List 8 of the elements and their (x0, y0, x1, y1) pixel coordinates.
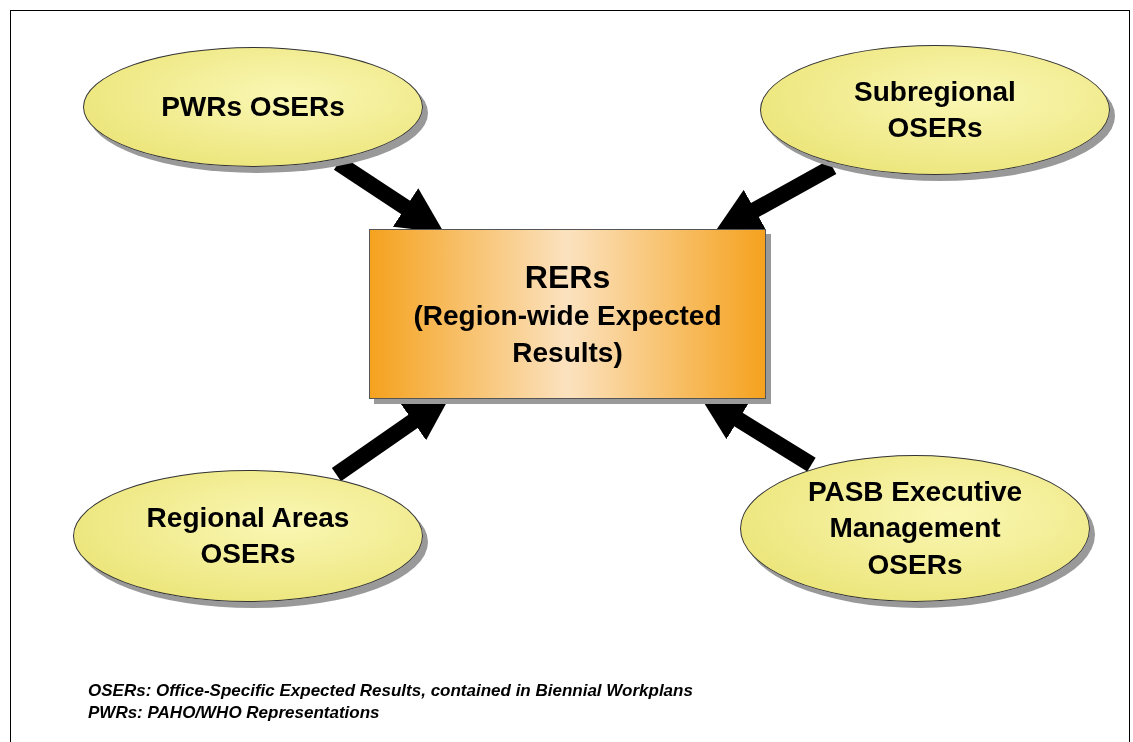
ellipse-label: Regional Areas OSERs (145, 500, 351, 571)
footnote: OSERs: Office-Specific Expected Results, contained in Biennial Workplans (88, 680, 693, 702)
ellipse-label: PWRs OSERs (160, 89, 346, 124)
ellipse-label: Subregional OSERs (853, 74, 1017, 145)
footnote: PWRs: PAHO/WHO Representations (88, 702, 381, 725)
box-subtitle: (Region-wide Expected Results) (412, 299, 723, 370)
box-title: RERs (523, 257, 612, 297)
ellipse-label: PASB Executive Management OSERs (806, 474, 1024, 582)
